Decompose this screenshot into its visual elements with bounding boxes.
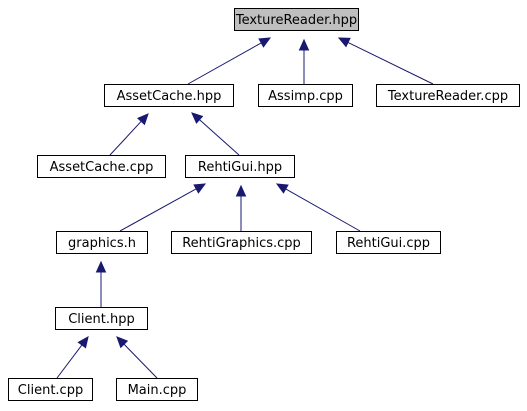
node-box (55, 307, 148, 330)
node-box (104, 84, 234, 107)
node-box (8, 378, 93, 401)
node-box (185, 155, 295, 178)
node-label: TextureReader.cpp (387, 89, 508, 104)
node-label: Assimp.cpp (268, 89, 343, 104)
node-assimp-cpp[interactable]: Assimp.cpp (258, 84, 353, 107)
node-rehti-gui-cpp[interactable]: RehtiGui.cpp (336, 231, 441, 254)
node-rehti-graphics-cpp[interactable]: RehtiGraphics.cpp (171, 231, 312, 254)
node-client-hpp[interactable]: Client.hpp (55, 307, 148, 330)
node-label: TextureReader.hpp (235, 13, 357, 28)
node-label: RehtiGraphics.cpp (182, 236, 301, 251)
edge-asset-cache-cpp-to-asset-cache-hpp (109, 120, 142, 156)
node-label: RehtiGui.cpp (347, 236, 430, 251)
edge-rehti-gui-cpp-to-rehti-gui-hpp (285, 188, 361, 232)
arrowhead-icon (337, 37, 351, 48)
node-texture-reader-cpp[interactable]: TextureReader.cpp (376, 84, 520, 107)
node-box (56, 231, 148, 254)
arrowhead-icon (235, 184, 247, 197)
node-label: AssetCache.cpp (50, 160, 154, 175)
edge-graphics-h-to-rehti-gui-hpp (119, 188, 197, 232)
arrowhead-icon (258, 37, 272, 48)
node-label: AssetCache.hpp (117, 89, 222, 104)
edge-texture-reader-cpp-to-texture-reader-hpp (347, 41, 434, 85)
arrowhead-icon (191, 112, 204, 124)
node-asset-cache-cpp[interactable]: AssetCache.cpp (37, 155, 166, 178)
node-client-cpp[interactable]: Client.cpp (8, 378, 93, 401)
node-box (37, 155, 166, 178)
edge-rehti-gui-hpp-to-asset-cache-hpp (199, 119, 240, 156)
arrowhead-icon (275, 183, 289, 194)
arrowhead-icon (193, 183, 207, 194)
edge-main-cpp-to-client-hpp (123, 343, 158, 379)
node-label: Main.cpp (128, 383, 187, 398)
node-box (336, 231, 441, 254)
graph-edges (56, 37, 434, 379)
node-rehti-gui-hpp[interactable]: RehtiGui.hpp (185, 155, 295, 178)
node-box (116, 378, 198, 401)
node-box (258, 84, 353, 107)
node-label: RehtiGui.hpp (198, 160, 282, 175)
node-graphics-h[interactable]: graphics.h (56, 231, 148, 254)
arrowhead-icon (298, 38, 310, 51)
node-label: Client.hpp (68, 312, 135, 327)
edge-asset-cache-hpp-to-texture-reader-hpp (187, 42, 262, 85)
node-box (171, 231, 312, 254)
arrowhead-icon (116, 336, 129, 349)
arrowhead-icon (95, 260, 107, 273)
node-label: Client.cpp (18, 383, 83, 398)
node-main-cpp[interactable]: Main.cpp (116, 378, 198, 401)
node-label: graphics.h (68, 236, 136, 251)
node-asset-cache-hpp[interactable]: AssetCache.hpp (104, 84, 234, 107)
node-texture-reader-hpp[interactable]: TextureReader.hpp (234, 8, 359, 31)
edge-client-cpp-to-client-hpp (56, 344, 83, 379)
arrowhead-icon (136, 113, 149, 126)
node-box (234, 8, 359, 31)
arrowhead-icon (77, 336, 89, 349)
node-box (376, 84, 520, 107)
